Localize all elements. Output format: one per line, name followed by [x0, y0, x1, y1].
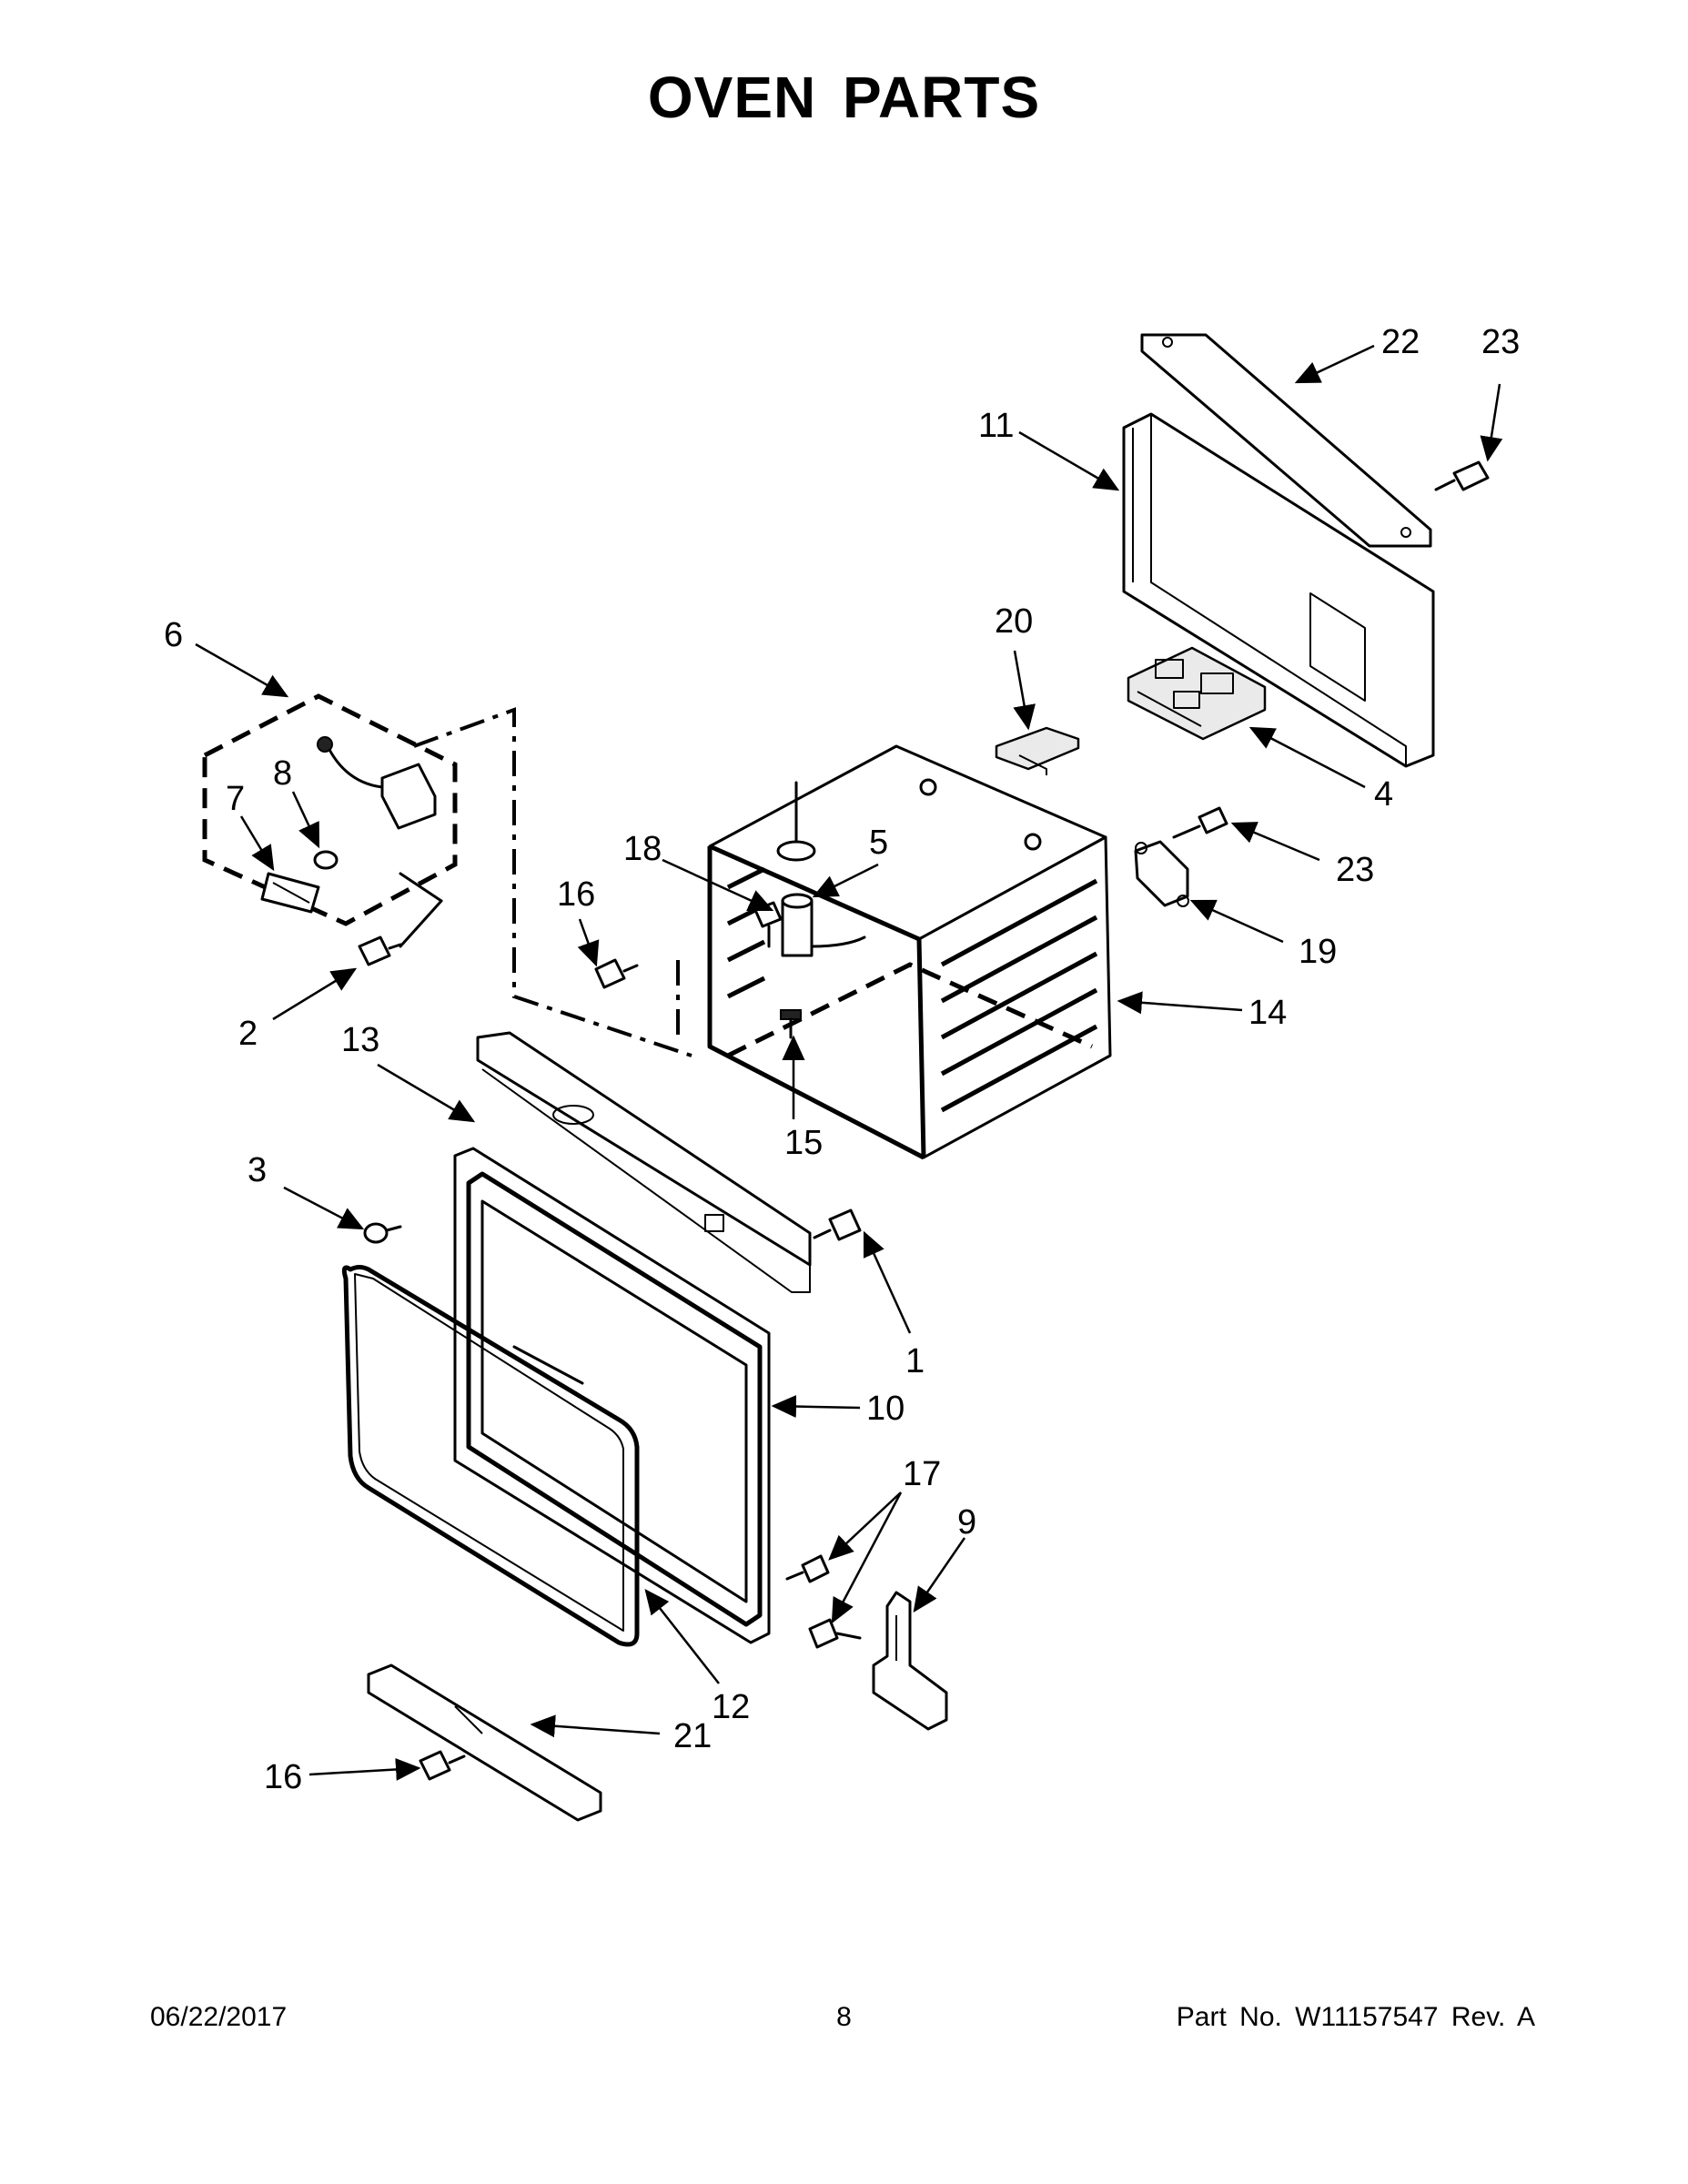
part-5-sensor [781, 893, 866, 957]
page-title: OVEN PARTS [647, 65, 1041, 130]
footer-part-number: Part No. W11157547 Rev. A [1176, 2002, 1535, 2032]
callout-21: 21 [673, 1717, 712, 1755]
part-7-lens [260, 872, 320, 914]
part-9-hinge-bracket [872, 1591, 948, 1731]
footer-page-number: 8 [836, 2002, 852, 2032]
callout-10: 10 [866, 1390, 905, 1428]
callout-18: 18 [623, 830, 662, 868]
callout-15: 15 [784, 1124, 823, 1162]
callout-13: 13 [341, 1021, 379, 1059]
part-13-front-trim [476, 1031, 812, 1293]
callout-16-upper: 16 [557, 875, 595, 914]
part-23-screw-top [1434, 460, 1490, 491]
part-22-top-strip [1140, 333, 1432, 548]
callout-17: 17 [903, 1455, 941, 1493]
callout-leaders [195, 344, 1503, 1781]
callout-8: 8 [273, 754, 292, 793]
part-3-bumper [363, 1222, 402, 1244]
part-11-rear-panel [1122, 412, 1435, 768]
callout-1: 1 [905, 1342, 925, 1380]
part-23-screw-right [1172, 806, 1228, 839]
part-10-front-frame [453, 1147, 771, 1644]
part-8-bulb [313, 850, 339, 870]
part-14-oven-cavity [707, 744, 1112, 1160]
part-15-bracket [780, 1009, 802, 1039]
callout-19: 19 [1299, 933, 1337, 971]
callout-7: 7 [226, 780, 245, 818]
callout-2: 2 [238, 1015, 258, 1053]
callout-3: 3 [248, 1151, 267, 1189]
part-16-screw-upper [594, 958, 639, 989]
callout-4: 4 [1374, 775, 1393, 814]
callout-23-right: 23 [1336, 851, 1374, 889]
callout-11: 11 [978, 407, 1014, 445]
callout-9: 9 [957, 1503, 976, 1542]
callout-labels: 22 23 11 20 4 23 19 14 6 7 8 2 18 5 16 1… [164, 323, 1520, 1796]
callout-12: 12 [712, 1688, 750, 1726]
callout-14: 14 [1248, 994, 1287, 1032]
callout-22: 22 [1381, 323, 1420, 361]
part-2-screw [358, 935, 402, 966]
part-12-door-gasket [341, 1265, 640, 1647]
callout-16-lower: 16 [264, 1758, 302, 1796]
callout-20: 20 [995, 602, 1033, 641]
part-16-screw-lower [419, 1750, 466, 1781]
part-21-bottom-trim [367, 1663, 602, 1822]
part-4-control-board [1127, 646, 1267, 741]
callout-6: 6 [164, 616, 183, 654]
part-1-screw [813, 1208, 862, 1241]
part-19-gasket [1134, 840, 1189, 907]
part-6-light-assembly [202, 693, 692, 1057]
part-17-screws [785, 1554, 862, 1649]
callout-5: 5 [869, 824, 888, 862]
callout-23-top: 23 [1481, 323, 1520, 361]
footer-date: 06/22/2017 [150, 2002, 288, 2032]
part-20-bracket [995, 726, 1080, 775]
